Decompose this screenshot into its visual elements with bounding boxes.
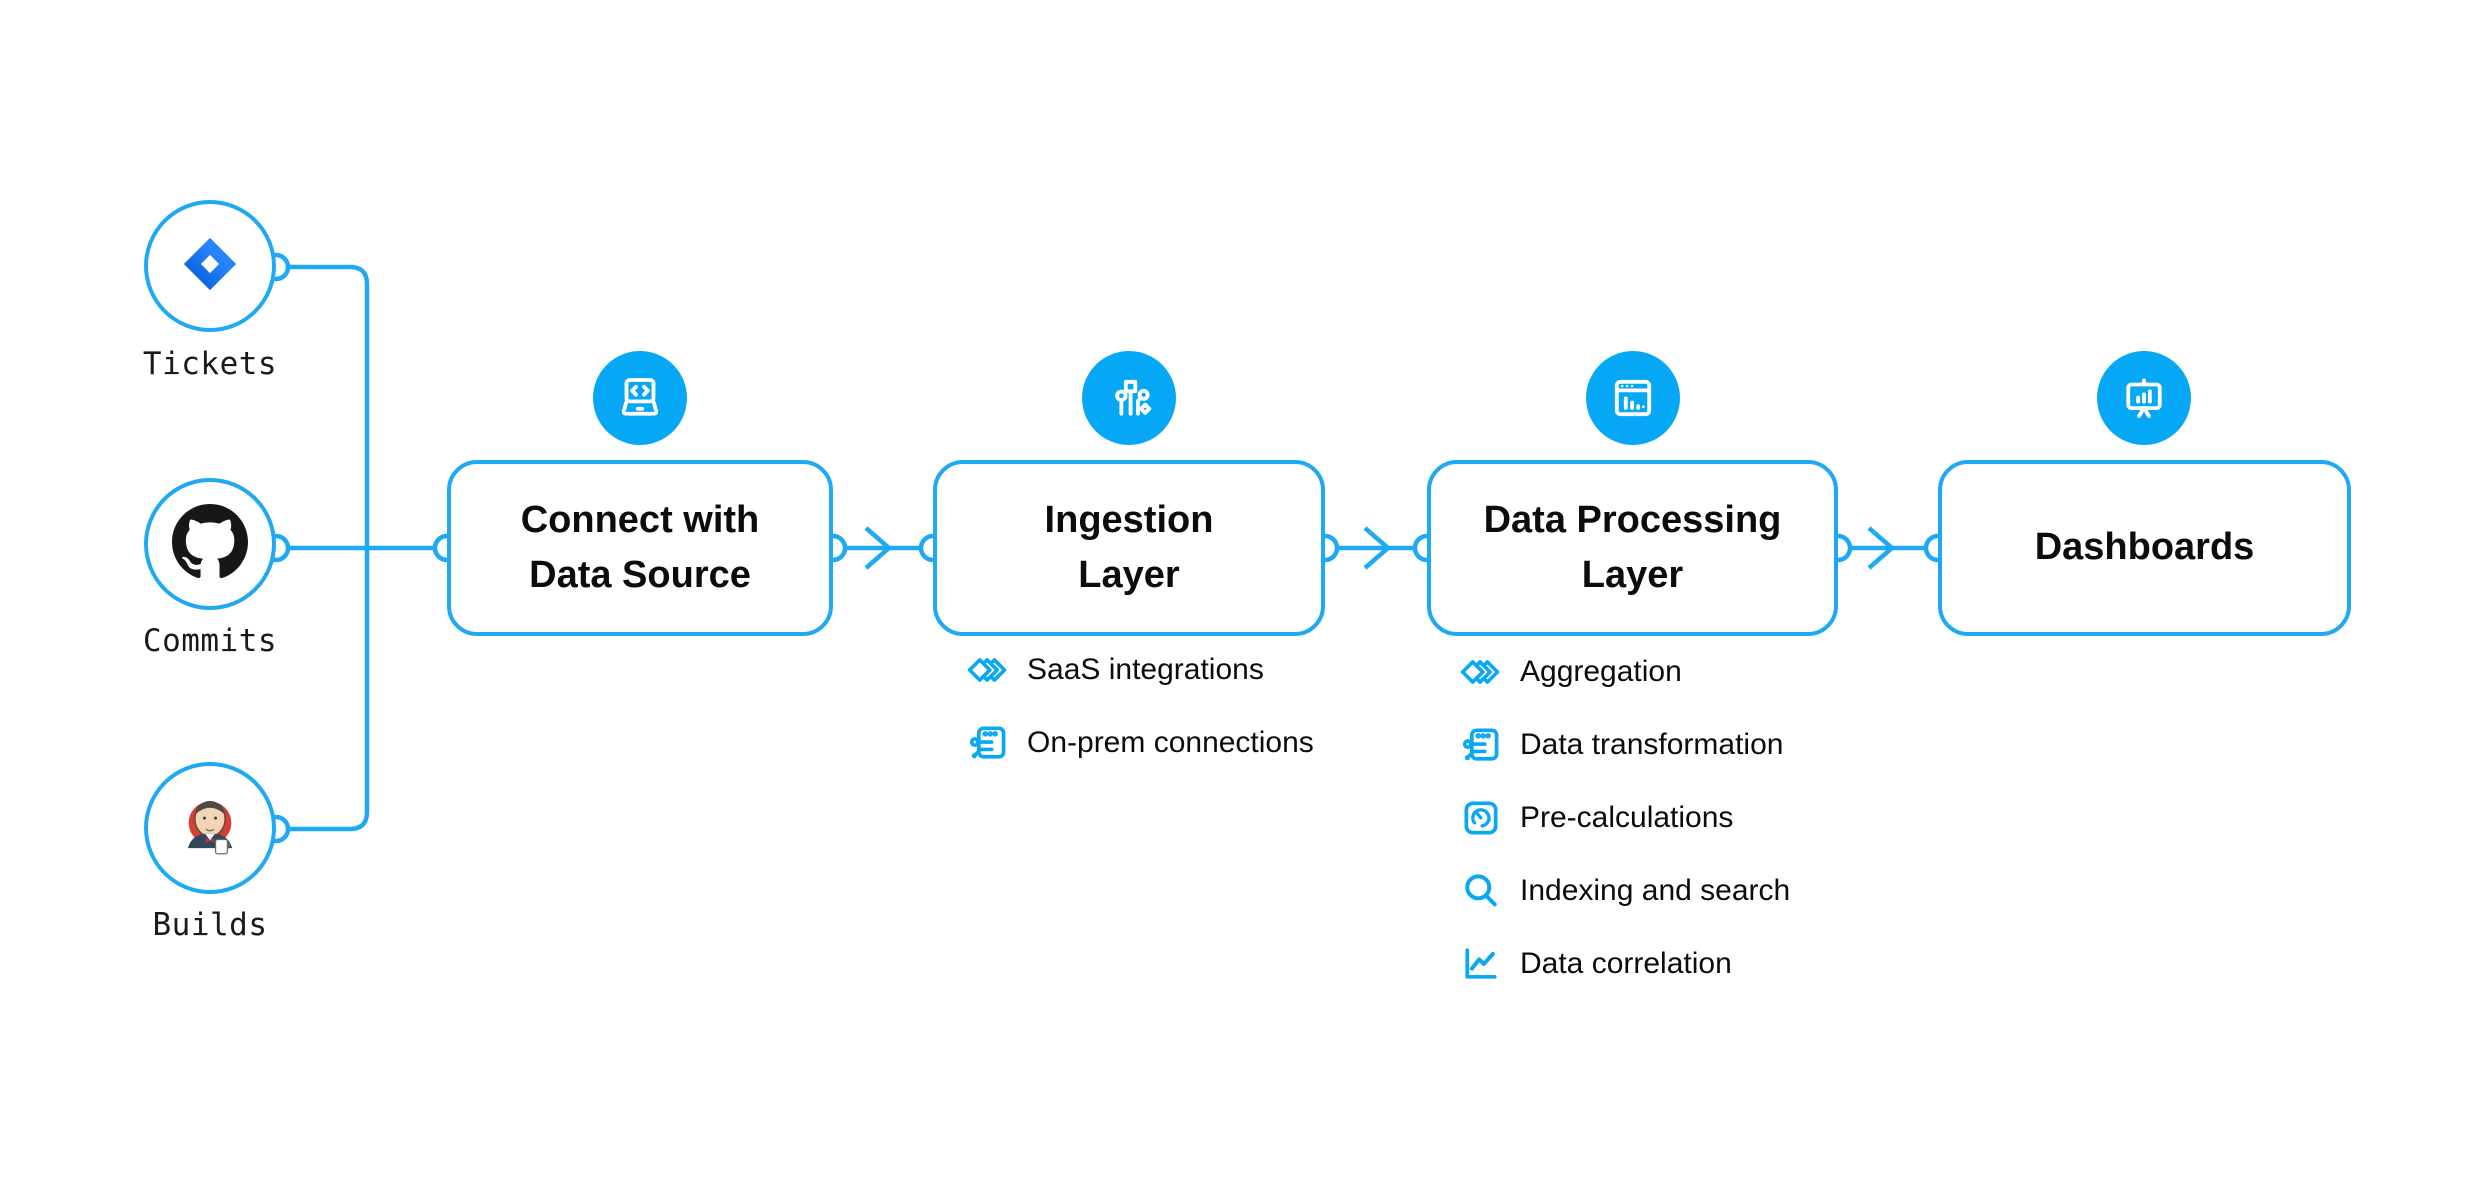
list-item: Aggregation [1459, 650, 1790, 694]
circuit-icon [1082, 351, 1176, 445]
window-sliders-icon [1459, 723, 1503, 767]
jenkins-icon [172, 788, 248, 869]
list-item: Pre-calculations [1459, 796, 1790, 840]
source-label-builds: Builds [152, 907, 268, 943]
arrowhead-2 [1363, 526, 1392, 570]
gauge-icon [1459, 796, 1503, 840]
list-item: On-prem connections [966, 721, 1314, 765]
source-label-tickets: Tickets [142, 346, 278, 382]
list-item: Indexing and search [1459, 869, 1790, 913]
search-icon [1459, 869, 1503, 913]
diamonds-icon [966, 648, 1010, 692]
diamonds-icon [1459, 650, 1503, 694]
source-node-commits [144, 478, 276, 610]
window-sliders-icon [966, 721, 1010, 765]
list-item-label: Data correlation [1520, 947, 1732, 980]
presentation-chart-icon [2097, 351, 2191, 445]
list-item-label: On-prem connections [1027, 726, 1314, 759]
stage-box-dashboards: Dashboards [1938, 460, 2351, 636]
ingestion-feature-list: SaaS integrations On-prem connections [966, 648, 1314, 765]
stage-title: Connect with Data Source [520, 498, 760, 596]
list-item-label: Data transformation [1520, 728, 1784, 761]
line-chart-icon [1459, 942, 1503, 986]
list-item-label: SaaS integrations [1027, 653, 1264, 686]
stage-box-connect: Connect with Data Source [447, 460, 833, 636]
source-label-commits: Commits [142, 623, 278, 659]
github-icon [172, 503, 248, 585]
list-item-label: Aggregation [1520, 655, 1682, 688]
stage-title: Dashboards [2034, 526, 2255, 569]
window-chart-icon [1586, 351, 1680, 445]
jira-icon [178, 232, 242, 301]
list-item-label: Indexing and search [1520, 874, 1791, 907]
list-item: Data correlation [1459, 942, 1790, 986]
arrowhead-3 [1867, 526, 1896, 570]
stage-title: Ingestion Layer [1044, 498, 1214, 596]
stage-title: Data Processing Layer [1483, 498, 1782, 596]
processing-feature-list: Aggregation Data transformation [1459, 650, 1790, 986]
list-item: Data transformation [1459, 723, 1790, 767]
laptop-code-icon [593, 351, 687, 445]
list-item-label: Pre-calculations [1520, 801, 1734, 834]
arrowhead-1 [864, 526, 893, 570]
stage-box-processing: Data Processing Layer [1427, 460, 1838, 636]
list-item: SaaS integrations [966, 648, 1314, 692]
source-node-builds [144, 762, 276, 894]
source-node-tickets [144, 200, 276, 332]
stage-box-ingestion: Ingestion Layer [933, 460, 1325, 636]
